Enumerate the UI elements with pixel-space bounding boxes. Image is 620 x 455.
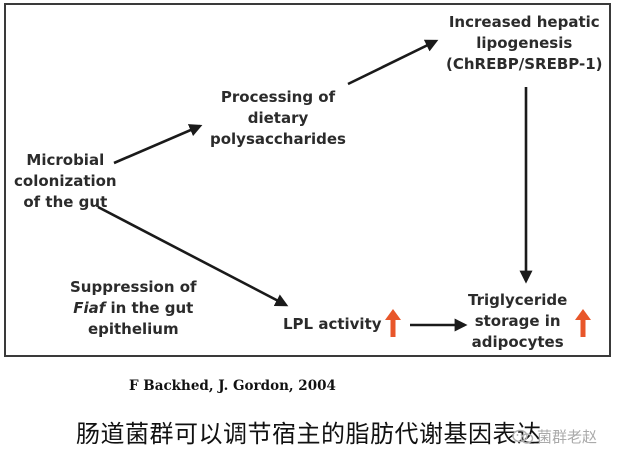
wechat-icon — [512, 429, 534, 444]
node-fiaf-suppression: Suppression of Fiaf in the gut epitheliu… — [70, 277, 197, 340]
node-lpl-label: LPL activity — [283, 315, 382, 333]
arrow-colonization-to-processing — [113, 124, 203, 165]
node-suppression-line-2-rest: in the gut — [105, 299, 194, 317]
arrow-processing-to-lipogenesis — [347, 39, 439, 86]
node-triglyceride-line-2: storage in — [474, 312, 561, 330]
node-microbial-line-3: of the gut — [23, 193, 108, 211]
node-microbial-line-1: Microbial — [26, 151, 105, 169]
node-suppression-line-3: epithelium — [87, 320, 179, 338]
caption: 肠道菌群可以调节宿主的脂肪代谢基因表达 — [76, 420, 542, 448]
node-processing-line-2: dietary — [247, 109, 309, 127]
node-lpl-activity: LPL activity — [283, 314, 382, 335]
node-processing-line-3: polysaccharides — [210, 130, 346, 148]
watermark: 菌群老赵 — [512, 426, 597, 447]
node-hepatic-line-3: (ChREBP/SREBP-1) — [446, 55, 603, 73]
diagram-frame — [4, 3, 611, 357]
node-suppression-line-1: Suppression of — [70, 278, 197, 296]
node-triglyceride-line-1: Triglyceride — [468, 291, 568, 309]
citation: F Backhed, J. Gordon, 2004 — [129, 378, 336, 394]
node-microbial-line-2: colonization — [14, 172, 117, 190]
node-processing-polysaccharides: Processing of dietary polysaccharides — [210, 87, 346, 150]
watermark-text: 菌群老赵 — [537, 428, 598, 446]
node-hepatic-line-2: lipogenesis — [476, 34, 573, 52]
node-triglyceride-storage: Triglyceride storage in adipocytes — [468, 290, 567, 353]
arrow-colonization-to-lpl — [97, 205, 289, 307]
node-triglyceride-line-3: adipocytes — [471, 333, 564, 351]
node-hepatic-line-1: Increased hepatic — [448, 13, 600, 31]
fiaf-gene-name: Fiaf — [73, 299, 106, 317]
node-microbial-colonization: Microbial colonization of the gut — [14, 150, 117, 213]
increase-arrow-icon — [575, 309, 591, 337]
node-processing-line-1: Processing of — [220, 88, 336, 106]
increase-arrow-icon — [385, 309, 401, 337]
node-hepatic-lipogenesis: Increased hepatic lipogenesis (ChREBP/SR… — [446, 12, 603, 75]
node-suppression-line-2: Fiaf in the gut — [70, 298, 197, 319]
